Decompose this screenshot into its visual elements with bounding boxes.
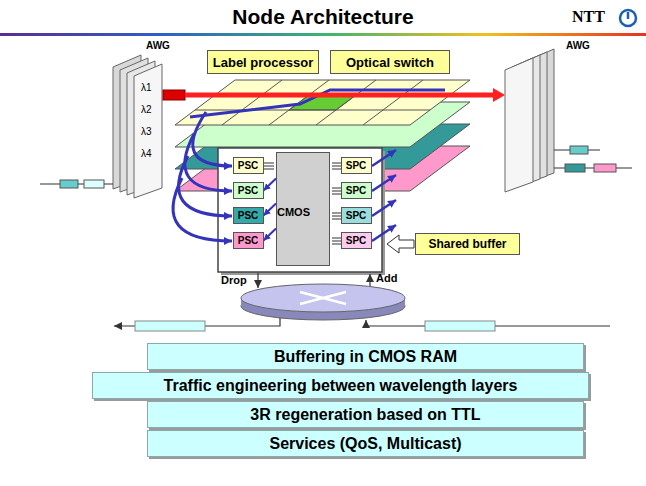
- port-label: Add: [376, 272, 397, 285]
- node-text: PSC: [238, 160, 259, 171]
- node-text: CMOS: [277, 206, 310, 218]
- node-text: PSC: [238, 185, 259, 196]
- packet: [425, 321, 495, 331]
- switch-layer: [175, 80, 470, 125]
- grid-line: [269, 80, 329, 125]
- buffer-arrow: [264, 229, 277, 241]
- grid-line: [316, 80, 376, 125]
- awg-label: AWG: [566, 40, 590, 52]
- spc-box: SPC: [341, 157, 372, 174]
- node-text: SPC: [346, 160, 367, 171]
- add-arrows: [372, 150, 396, 241]
- grid-line: [363, 80, 423, 125]
- packet: [565, 164, 585, 172]
- awg-left: [113, 55, 162, 198]
- logo-bar: [627, 12, 630, 19]
- label-box: Optical switch: [330, 50, 450, 74]
- packet: [135, 321, 205, 331]
- node-text: PSC: [238, 210, 259, 221]
- spc-box: SPC: [341, 207, 372, 224]
- connectors: [264, 179, 277, 241]
- packet: [163, 90, 185, 100]
- loop-arrow: [179, 156, 232, 216]
- psc-box: PSC: [233, 182, 264, 199]
- shared-buffer-frame: [218, 148, 382, 272]
- spc-box: SPC: [341, 232, 372, 249]
- feature-band: 3R regeneration based on TTL: [147, 401, 584, 428]
- out-arrow: [372, 200, 396, 216]
- slide-title: Node Architecture: [232, 5, 413, 29]
- router-symbol: [241, 284, 405, 320]
- port-label: Drop: [221, 274, 247, 287]
- wavelength-label: λ4: [141, 148, 152, 160]
- buffer-arrow: [264, 204, 277, 216]
- grid-line: [195, 110, 430, 111]
- add-line: [369, 274, 370, 287]
- company-logo-text: NTT: [572, 8, 605, 26]
- out-arrow: [372, 150, 396, 166]
- feature-band: Services (QoS, Multicast): [147, 430, 584, 457]
- node-text: Shared buffer: [428, 237, 506, 251]
- psc-box: PSC: [233, 232, 264, 249]
- node-text: Buffering in CMOS RAM: [274, 348, 457, 366]
- loop-arrow: [193, 112, 232, 166]
- loop-arrow: [185, 134, 232, 191]
- buffer-arrow: [264, 179, 277, 191]
- cut-through-arrow: [185, 93, 495, 98]
- packet: [84, 180, 104, 188]
- psc-box: PSC: [233, 207, 264, 224]
- callout-box: Shared buffer: [415, 233, 520, 255]
- out-arrow: [372, 225, 396, 241]
- awg-right: [505, 49, 554, 192]
- feature-band: Traffic engineering between wavelength l…: [92, 372, 589, 399]
- callout-arrow: [387, 235, 414, 253]
- wavelength-label: λ1: [141, 82, 152, 94]
- packet: [594, 164, 616, 172]
- ntt-logo: [620, 10, 636, 26]
- psc-box: PSC: [233, 157, 264, 174]
- packet: [570, 146, 588, 154]
- out-arrow: [372, 175, 396, 191]
- spc-box: SPC: [341, 182, 372, 199]
- awg-label: AWG: [146, 40, 170, 52]
- rainbow-rule: [0, 33, 646, 36]
- node-text: SPC: [346, 235, 367, 246]
- awg-plate: [505, 58, 533, 192]
- node-text: Traffic engineering between wavelength l…: [164, 377, 518, 395]
- node-text: PSC: [238, 235, 259, 246]
- node-text: 3R regeneration based on TTL: [250, 406, 480, 424]
- wavelength-label: λ3: [141, 126, 152, 138]
- node-text: Label processor: [213, 55, 313, 70]
- awg-plate: [134, 64, 162, 198]
- cmos-box: CMOS: [276, 152, 330, 266]
- grid-line: [222, 80, 282, 125]
- drop-line: [257, 273, 258, 288]
- drop-arrows: [173, 112, 232, 241]
- node-text: SPC: [346, 210, 367, 221]
- node-text: SPC: [346, 185, 367, 196]
- feature-band: Buffering in CMOS RAM: [147, 343, 584, 370]
- label-box: Label processor: [207, 50, 319, 74]
- logo-ring: [620, 10, 636, 26]
- wavelength-label: λ2: [141, 104, 152, 116]
- packet: [60, 180, 78, 188]
- node-text: Services (QoS, Multicast): [269, 435, 461, 453]
- node-text: Optical switch: [346, 55, 434, 70]
- loop-arrow: [173, 178, 232, 241]
